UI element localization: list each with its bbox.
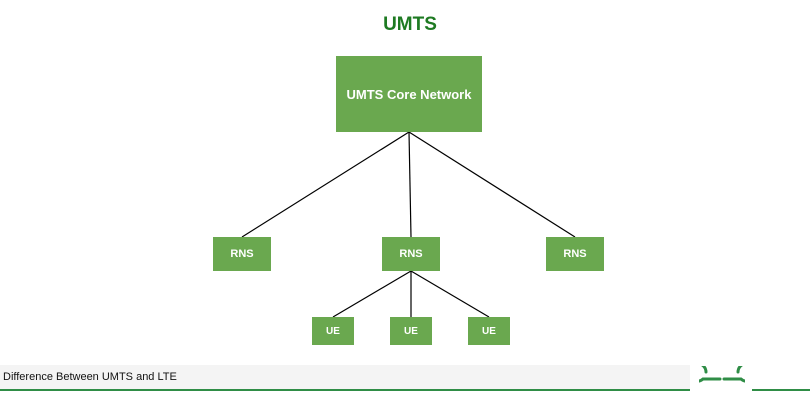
edge-core-rns-right	[408, 131, 576, 238]
ue-node-left: UE	[312, 317, 354, 345]
ue-node-right: UE	[468, 317, 510, 345]
edge-rns-ue-right	[410, 270, 490, 318]
diagram-title: UMTS	[383, 14, 437, 35]
rns-node-left: RNS	[213, 237, 271, 271]
ue-node-center: UE	[390, 317, 432, 345]
edge-core-rns-center	[408, 131, 412, 238]
rns-node-right: RNS	[546, 237, 604, 271]
core-network-node: UMTS Core Network	[336, 56, 482, 132]
edge-core-rns-left	[241, 131, 410, 238]
rns-node-center: RNS	[382, 237, 440, 271]
footer-caption: Difference Between UMTS and LTE	[3, 371, 177, 383]
footer-band	[0, 365, 690, 389]
geeksforgeeks-logo-icon	[699, 366, 745, 383]
footer-divider-right	[752, 389, 810, 391]
edge-rns-ue-left	[332, 270, 412, 318]
footer-divider-left	[0, 389, 690, 391]
